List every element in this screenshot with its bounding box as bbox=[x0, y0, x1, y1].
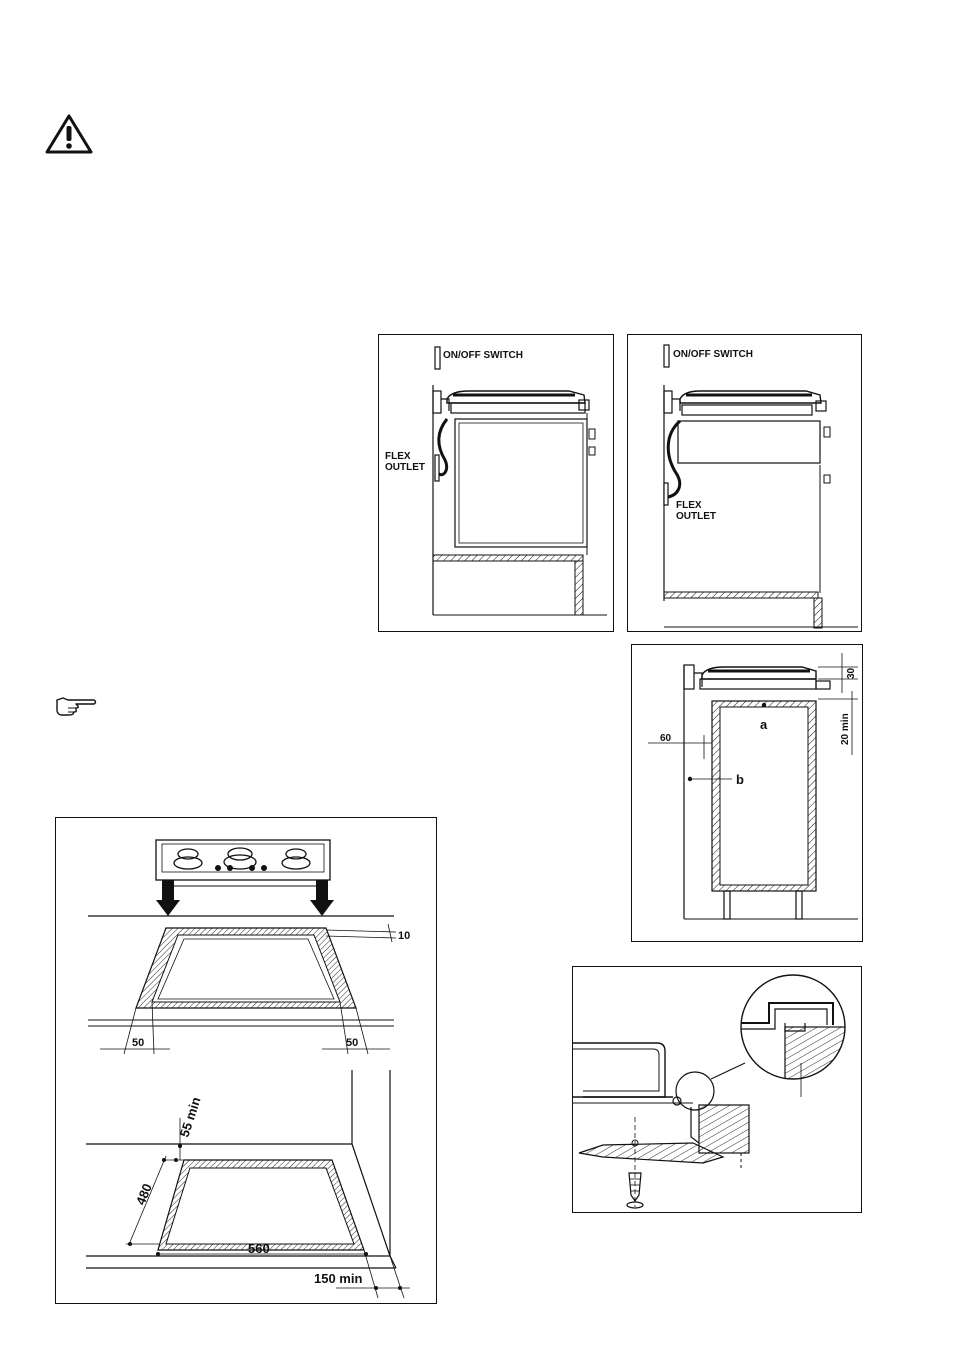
arrow-down-icon bbox=[310, 880, 334, 916]
diagram-clearances: 30 20 min a 60 b bbox=[631, 644, 863, 942]
dim-20-min: 20 min bbox=[840, 713, 851, 745]
flex-label-line2: OUTLET bbox=[676, 511, 716, 522]
switch-box bbox=[434, 346, 441, 370]
dim-480: 480 bbox=[133, 1181, 155, 1207]
flex-label-line1: FLEX bbox=[676, 500, 702, 511]
dim-50-left: 50 bbox=[132, 1037, 144, 1049]
diagram-fixing-bracket bbox=[572, 966, 862, 1213]
flex-label-line1: FLEX bbox=[385, 451, 411, 462]
worktop-section bbox=[698, 1104, 750, 1154]
flex-cable bbox=[435, 418, 449, 477]
diagram-built-in-under-counter: ON/OFF SWITCH FLEX OUTLET bbox=[378, 334, 614, 632]
label-a: a bbox=[760, 717, 768, 732]
hob-outline bbox=[446, 390, 586, 404]
dim-150-min: 150 min bbox=[314, 1271, 362, 1286]
switch-label: ON/OFF SWITCH bbox=[673, 349, 753, 360]
dim-560: 560 bbox=[248, 1241, 270, 1256]
flex-label-line2: OUTLET bbox=[385, 462, 425, 473]
diagram-built-in-above-drawer: ON/OFF SWITCH FLEX OUTLET bbox=[627, 334, 862, 632]
pointing-hand-icon bbox=[56, 697, 97, 716]
hob-outline bbox=[701, 666, 817, 680]
drawer-box bbox=[677, 420, 821, 464]
screw-icon bbox=[626, 1172, 644, 1209]
diagram-cutout-dimensions: 10 50 50 55 min 480 bbox=[55, 817, 437, 1304]
dim-30: 30 bbox=[846, 667, 857, 679]
hob-edge bbox=[573, 1042, 666, 1098]
flex-cable bbox=[666, 419, 682, 499]
fixing-bracket bbox=[578, 1142, 725, 1164]
warning-triangle-icon bbox=[45, 114, 93, 154]
detail-circle bbox=[675, 1071, 715, 1111]
label-b: b bbox=[736, 772, 744, 787]
burner-group bbox=[173, 847, 311, 870]
arrow-down-icon bbox=[156, 880, 180, 916]
dim-10: 10 bbox=[398, 930, 410, 942]
switch-label: ON/OFF SWITCH bbox=[443, 350, 523, 361]
dim-50-right: 50 bbox=[346, 1037, 358, 1049]
hob-outline bbox=[679, 390, 822, 404]
oven-box bbox=[454, 418, 588, 548]
dim-60: 60 bbox=[660, 733, 672, 744]
dim-55-min: 55 min bbox=[177, 1095, 204, 1139]
